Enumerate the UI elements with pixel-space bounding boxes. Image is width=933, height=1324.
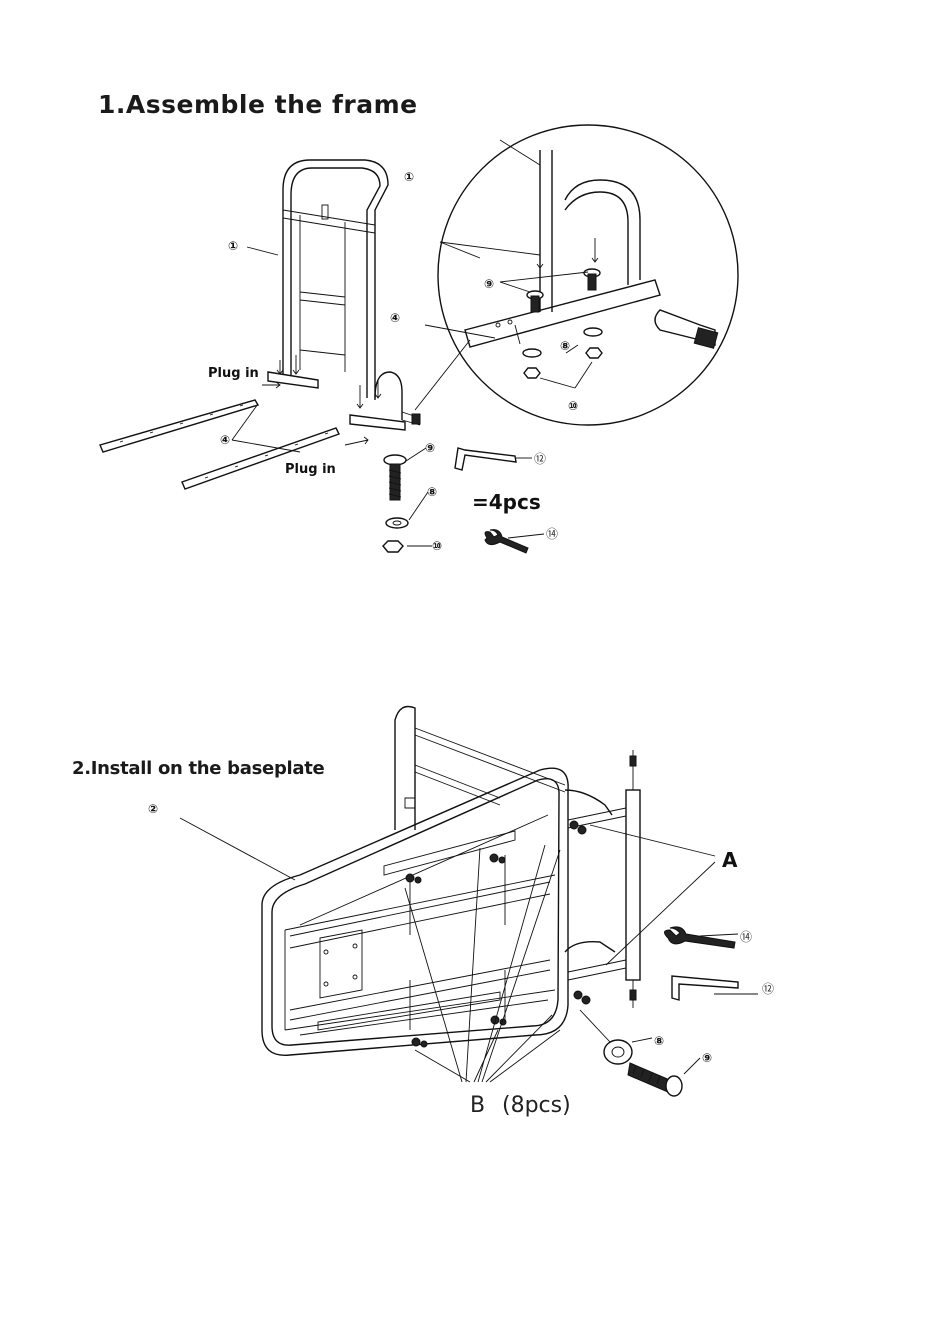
- plug-in-label-left: Plug in: [208, 366, 259, 381]
- step1-diagram: ① ④ ① ④ ⑨ ⑧ ⑩ ⑨ ⑧ ⑩ ⑫ ⑭ Plug in Plug in …: [0, 0, 933, 620]
- callout-frame-icon: ①: [228, 239, 238, 253]
- callout-washer-detail-icon: ⑧: [560, 339, 570, 353]
- callout-washer-icon: ⑧: [427, 485, 437, 499]
- label-a: A: [722, 848, 738, 872]
- step2-diagram: ② A ⑭ ⑫ ⑧ ⑨ B (8pcs): [0, 690, 933, 1150]
- callout-nut-icon: ⑩: [432, 539, 442, 553]
- callout-wrench-icon: ⑭: [546, 527, 558, 541]
- callout-rail-icon: ④: [220, 433, 230, 447]
- callout-rail-detail-icon: ④: [390, 311, 400, 325]
- label-b: B: [470, 1093, 485, 1118]
- plug-in-label-right: Plug in: [285, 462, 336, 477]
- callout-wrench-2-icon: ⑭: [740, 930, 752, 944]
- label-b-count: (8pcs): [502, 1093, 571, 1118]
- callout-bolt-2-icon: ⑨: [702, 1051, 712, 1065]
- callout-washer-2-icon: ⑧: [654, 1034, 664, 1048]
- detail-magnifier: [415, 125, 738, 425]
- callout-bolt-icon: ⑨: [425, 441, 435, 455]
- callout-nut-detail-icon: ⑩: [568, 399, 578, 413]
- frame-part: [268, 160, 420, 430]
- post-a: [565, 750, 640, 1008]
- plug-in-arrows: [262, 355, 381, 445]
- callout-frame-detail-icon: ①: [404, 170, 414, 184]
- callout-hex-key-2-icon: ⑫: [762, 982, 774, 996]
- quantity-label: =4pcs: [472, 490, 541, 514]
- callout-bolt-detail-icon: ⑨: [484, 277, 494, 291]
- callout-baseplate-icon: ②: [148, 802, 158, 816]
- hardware-step2: [580, 927, 758, 1096]
- upright-frame: [395, 707, 612, 831]
- callout-hex-key-icon: ⑫: [534, 452, 546, 466]
